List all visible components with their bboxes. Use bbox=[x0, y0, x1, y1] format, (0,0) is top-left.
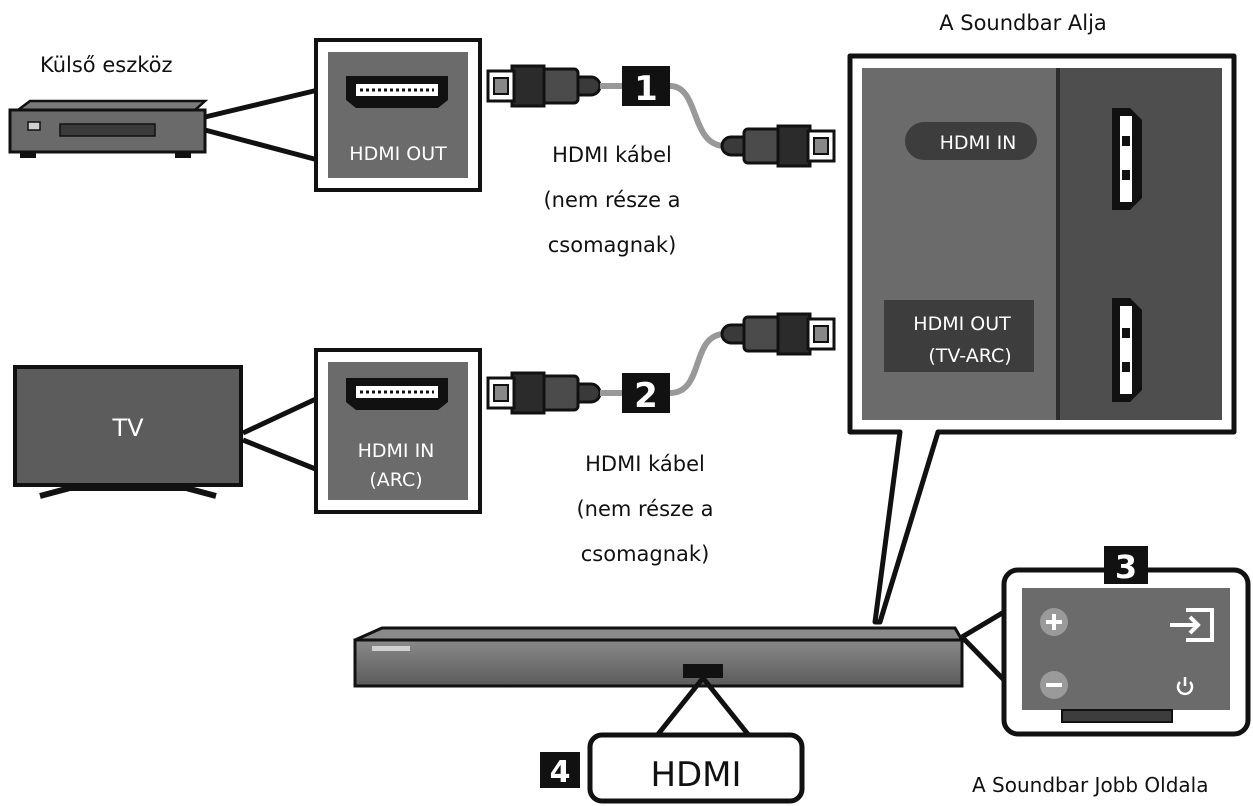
tv-hdmi-in-label: HDMI IN bbox=[358, 440, 435, 462]
svg-text:HDMI kábel: HDMI kábel bbox=[552, 143, 672, 167]
tv-callout-lines bbox=[241, 395, 320, 473]
tv-icon: TV bbox=[13, 365, 243, 499]
soundbar-hdmi-out-label-block: HDMI OUT (TV-ARC) bbox=[884, 300, 1034, 372]
svg-text:(nem része a: (nem része a bbox=[543, 188, 680, 212]
soundbar-hdmi-in-port-icon bbox=[1112, 108, 1142, 210]
step-1-badge: 1 bbox=[622, 66, 670, 109]
source-callout-lines bbox=[204, 87, 319, 163]
soundbar-hdmi-out-port-icon bbox=[1112, 298, 1142, 402]
cable1-plug-source-icon bbox=[486, 64, 602, 108]
source-hdmi-port-icon bbox=[346, 76, 448, 108]
svg-text:1: 1 bbox=[634, 69, 658, 109]
hdmi-callout-label: HDMI bbox=[650, 755, 741, 795]
soundbar-right-side-label: A Soundbar Jobb Oldala bbox=[972, 773, 1209, 797]
source-input-icon[interactable] bbox=[1170, 608, 1214, 642]
tv-arc-label: (ARC) bbox=[369, 469, 422, 491]
hdmi-callout: HDMI bbox=[587, 676, 805, 804]
cable1-plug-soundbar-icon bbox=[720, 124, 836, 168]
power-icon[interactable] bbox=[1176, 677, 1194, 696]
tv-hdmi-in-panel: HDMI IN (ARC) bbox=[314, 348, 482, 514]
plus-icon[interactable] bbox=[1040, 608, 1068, 636]
soundbar-hdmi-in-pill: HDMI IN bbox=[905, 122, 1037, 160]
svg-text:3: 3 bbox=[1115, 548, 1137, 586]
svg-text:HDMI kábel: HDMI kábel bbox=[585, 452, 705, 476]
svg-text:HDMI OUT: HDMI OUT bbox=[913, 313, 1011, 335]
step-3-badge: 3 bbox=[1104, 546, 1148, 586]
hdmi-cable-2 bbox=[486, 312, 836, 415]
tv-label: TV bbox=[111, 414, 144, 442]
soundbar-bottom-label: A Soundbar Alja bbox=[939, 11, 1107, 35]
cable2-caption: HDMI kábel (nem része a csomagnak) bbox=[576, 452, 713, 566]
svg-text:2: 2 bbox=[634, 376, 658, 416]
step-4-badge: 4 bbox=[540, 752, 580, 790]
cable2-plug-tv-icon bbox=[486, 371, 602, 415]
external-device-box-icon bbox=[8, 99, 209, 158]
svg-text:csomagnak): csomagnak) bbox=[581, 542, 710, 566]
svg-text:csomagnak): csomagnak) bbox=[548, 233, 677, 257]
external-device-label: Külső eszköz bbox=[40, 53, 173, 77]
svg-text:4: 4 bbox=[550, 755, 571, 790]
cable2-plug-soundbar-icon bbox=[720, 312, 836, 356]
cable1-caption: HDMI kábel (nem része a csomagnak) bbox=[543, 143, 680, 257]
step-2-badge: 2 bbox=[622, 373, 670, 416]
source-hdmi-out-label: HDMI OUT bbox=[349, 143, 447, 165]
svg-text:HDMI IN: HDMI IN bbox=[940, 132, 1017, 154]
hdmi-cable-1 bbox=[486, 64, 836, 168]
source-hdmi-out-panel: HDMI OUT bbox=[314, 38, 482, 192]
tv-hdmi-port-icon bbox=[346, 378, 448, 410]
soundbar-body-icon bbox=[353, 626, 965, 688]
minus-icon[interactable] bbox=[1040, 671, 1068, 699]
svg-text:(nem része a: (nem része a bbox=[576, 497, 713, 521]
soundbar-right-side-panel bbox=[1001, 567, 1251, 737]
svg-text:(TV-ARC): (TV-ARC) bbox=[928, 345, 1011, 367]
side-callout-lines bbox=[960, 609, 1006, 682]
